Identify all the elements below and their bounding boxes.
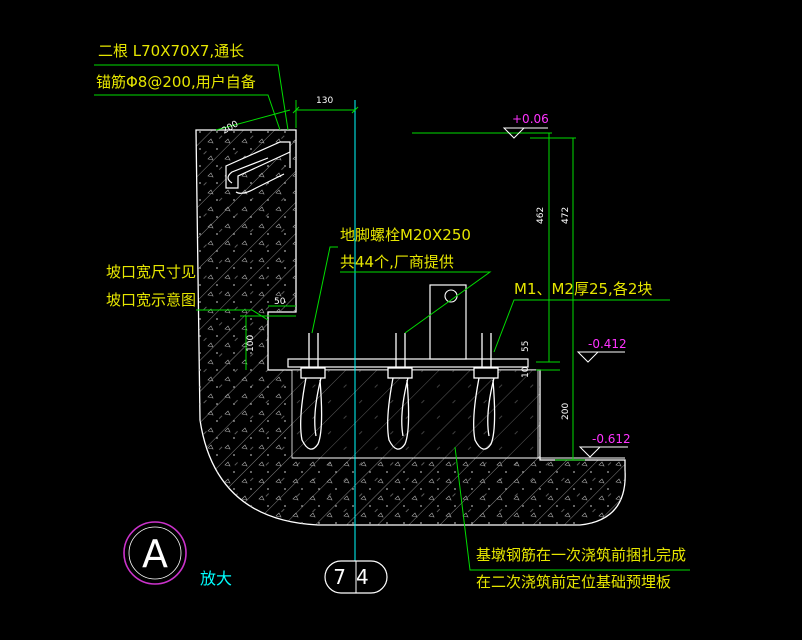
axis-number: 74 xyxy=(333,565,378,589)
leader-lines xyxy=(94,64,690,571)
elevation-mid-text: -0.412 xyxy=(588,337,627,351)
groove-width-note: 坡口宽尺寸见 xyxy=(106,263,196,281)
dimension-50: 50 xyxy=(274,297,286,307)
embedded-angle-steel xyxy=(225,141,291,194)
dimension-10: 10 xyxy=(521,366,531,378)
anchor-bolt xyxy=(473,333,499,450)
dimension-200-right: 200 xyxy=(561,403,571,420)
elevation-marker: -0.412 xyxy=(576,337,627,363)
anchor-bolt-count-note: 共44个,厂商提供 xyxy=(340,253,454,271)
anchor-bolt xyxy=(387,333,413,450)
anchor-bolt-note: 地脚螺栓M20X250 xyxy=(340,226,471,244)
dimension-462: 462 xyxy=(536,207,546,224)
dimension-55: 55 xyxy=(521,341,531,352)
detail-scale-label: 放大 xyxy=(200,569,232,588)
elevation-bottom-text: -0.612 xyxy=(592,432,631,446)
dimension-472: 472 xyxy=(561,207,571,224)
anchor-rebar-note: 锚筋Φ8@200,用户自备 xyxy=(96,73,256,91)
rebar-note: 基墩钢筋在一次浇筑前捆扎完成 xyxy=(476,546,686,564)
concrete-pit-section xyxy=(195,129,626,526)
rebar-note-2: 在二次浇筑前定位基础预埋板 xyxy=(476,573,671,591)
elevation-marker: -0.612 xyxy=(578,432,631,458)
dimension-lines xyxy=(215,100,585,461)
detail-symbol-letter: A xyxy=(142,532,168,576)
axis-bubble: 74 xyxy=(324,560,388,594)
elevation-top-text: +0.06 xyxy=(512,112,549,126)
embedded-base-plate xyxy=(287,284,529,368)
base-pier-inner-zone xyxy=(291,369,625,459)
plate-note: M1、M2厚25,各2块 xyxy=(514,280,652,298)
elevation-marker: +0.06 xyxy=(502,112,549,139)
groove-width-note-2: 坡口宽示意图 xyxy=(106,291,196,309)
detail-symbol: A xyxy=(123,521,187,585)
angle-steel-note: 二根 L70X70X7,通长 xyxy=(98,42,244,60)
dimension-130: 130 xyxy=(316,96,333,106)
dimension-100: 100 xyxy=(246,335,256,352)
anchor-bolt xyxy=(300,333,326,450)
